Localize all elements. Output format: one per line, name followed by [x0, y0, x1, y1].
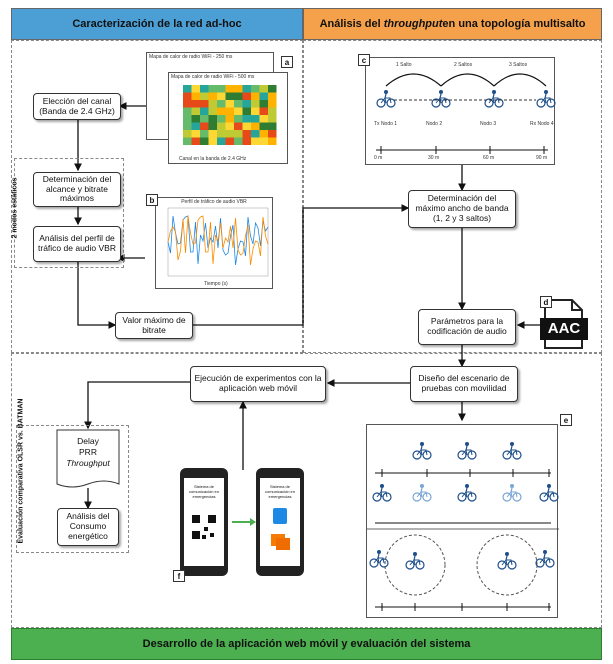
bandwidth-box: Determinación del máximo ancho de banda … — [408, 190, 516, 228]
node-label-3: Nodo 3 — [480, 121, 497, 127]
traffic-figure: Perfil de tráfico de audio VBR Tiempo (s… — [155, 197, 273, 289]
metric-throughput: Throughput — [66, 458, 110, 468]
hop-label-3: 3 Saltos — [509, 62, 528, 68]
bandwidth-text: Determinación del máximo ancho de banda … — [415, 193, 509, 223]
heatmap-back-title: Mapa de calor de radio WiFi - 250 ms — [149, 54, 233, 60]
channel-selection-box: Elección del canal (Banda de 2.4 GHz) — [33, 93, 121, 120]
metric-delay: Delay — [77, 436, 99, 446]
heatmap-figure-front: Mapa de calor de radio WiFi - 500 ms Can… — [168, 72, 288, 164]
node-label-4: Rx Nodo 4 — [530, 121, 554, 127]
experiments-box: Ejecución de experimentos con la aplicac… — [190, 366, 326, 402]
heatmap-front-title: Mapa de calor de radio WiFi - 500 ms — [171, 74, 255, 80]
dist-label-0: 0 m — [374, 155, 383, 161]
max-bitrate-text: Valor máximo de bitrate — [122, 314, 186, 335]
node-label-1: Tx Nodo 1 — [374, 121, 398, 127]
badge-f: f — [173, 570, 185, 582]
energy-analysis-text: Análisis del Consumo energético — [66, 511, 110, 541]
badge-b: b — [146, 194, 158, 206]
topology-figure: 1 Salto 2 Saltos 3 Saltos 0 m 30 m 60 m … — [365, 57, 556, 165]
scenario-design-box: Diseño del escenario de pruebas con movi… — [410, 366, 518, 402]
section-header-right: Análisis del throughput en una topología… — [303, 8, 602, 40]
heatmap-grid — [183, 85, 277, 145]
footer-text: Desarrollo de la aplicación web móvil y … — [142, 638, 471, 650]
section-header-left: Caracterización de la red ad-hoc — [11, 8, 303, 40]
scenario-design-text: Diseño del escenario de pruebas con movi… — [418, 373, 510, 393]
badge-e: e — [560, 414, 572, 426]
max-bitrate-box: Valor máximo de bitrate — [115, 312, 193, 339]
dist-label-1: 30 m — [428, 155, 440, 161]
dist-label-2: 60 m — [483, 155, 495, 161]
phone-left-text: Sistema de comunicación en emergencias — [188, 484, 220, 499]
experiments-text: Ejecución de experimentos con la aplicac… — [194, 373, 322, 393]
hop-label-2: 2 Saltos — [454, 62, 473, 68]
header-right-prefix: Análisis del — [319, 18, 381, 30]
node-label-2: Nodo 2 — [426, 121, 443, 127]
left-section-frame — [11, 40, 303, 353]
footer-banner: Desarrollo de la aplicación web móvil y … — [11, 628, 602, 660]
section-header-left-text: Caracterización de la red ad-hoc — [72, 18, 242, 30]
codec-params-box: Parámetros para la codificación de audio — [418, 309, 516, 345]
traffic-title: Perfil de tráfico de audio VBR — [181, 199, 247, 205]
mobility-scenario-figure — [366, 424, 559, 618]
channel-selection-text: Elección del canal (Banda de 2.4 GHz) — [39, 95, 115, 116]
header-right-italic: throughput — [383, 18, 443, 30]
traffic-lines — [167, 207, 269, 277]
comparison-group — [16, 425, 129, 553]
range-bitrate-box: Determinación del alcance y bitrate máxi… — [33, 172, 121, 207]
traffic-profile-box: Análisis del perfil de tráfico de audio … — [33, 226, 121, 262]
hop-label-1: 1 Salto — [396, 62, 412, 68]
metric-prr: PRR — [79, 447, 97, 457]
heatmap-xlabel: Canal en la banda de 2.4 GHz — [179, 156, 247, 162]
bottom-section-frame — [11, 353, 602, 628]
aac-label: AAC — [547, 320, 581, 337]
badge-d: d — [540, 296, 552, 308]
header-right-suffix: en una topología multisalto — [442, 18, 586, 30]
phone-right-text: Sistema de comunicación en emergencias — [264, 484, 296, 499]
badge-a: a — [281, 56, 293, 68]
topology-drawing — [376, 73, 556, 154]
dist-label-3: 90 m — [536, 155, 548, 161]
range-bitrate-text: Determinación del alcance y bitrate máxi… — [42, 173, 112, 204]
badge-c: c — [358, 54, 370, 66]
static-modes-group — [14, 158, 124, 268]
right-section-frame — [303, 40, 602, 353]
mobility-drawing — [367, 442, 559, 611]
codec-params-text: Parámetros para la codificación de audio — [427, 316, 507, 336]
traffic-profile-text: Análisis del perfil de tráfico de audio … — [38, 233, 116, 253]
energy-analysis-box: Análisis del Consumo energético — [57, 508, 119, 546]
traffic-xlabel: Tiempo (s) — [204, 281, 228, 287]
